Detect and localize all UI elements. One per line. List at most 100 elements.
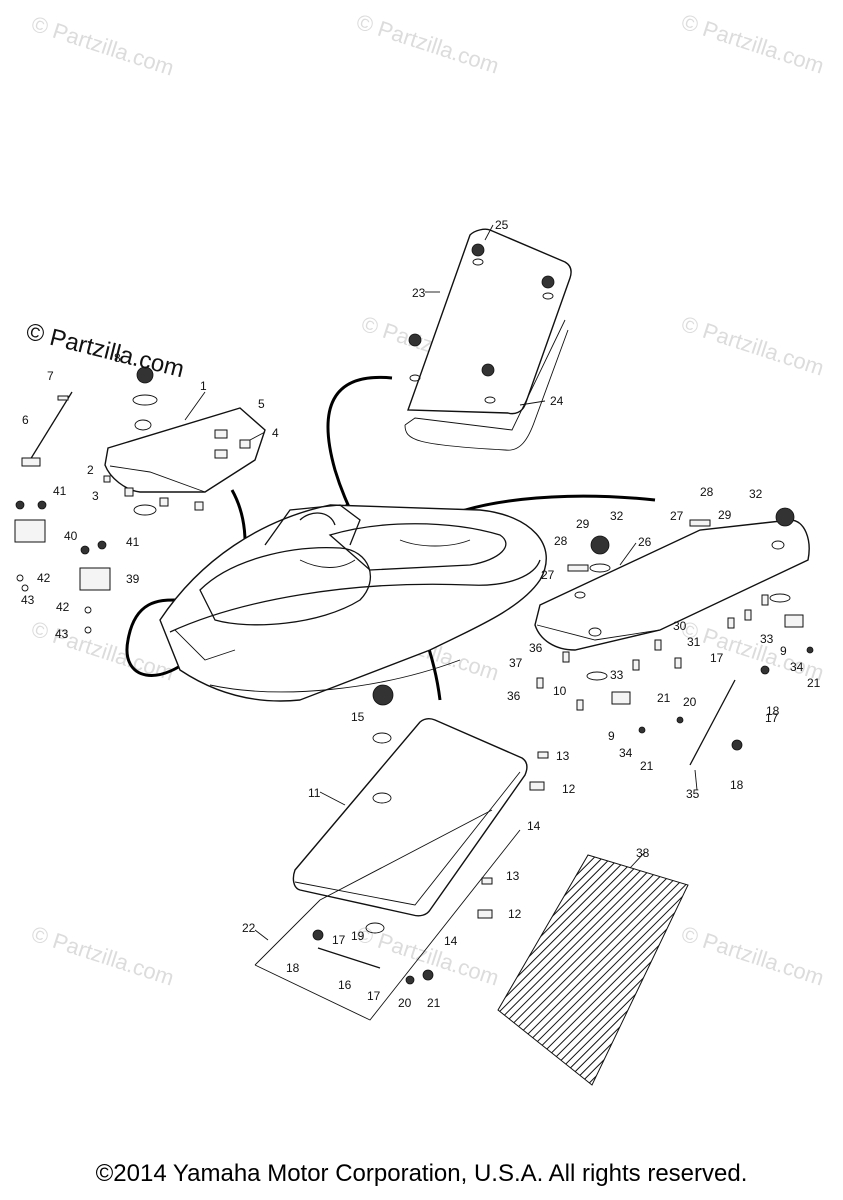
gas-strut-35 (689, 679, 736, 766)
callout-label: 27 (541, 568, 555, 582)
leader-line (249, 431, 266, 441)
watermark: © Partzilla.com (678, 616, 827, 686)
gasket-24 (404, 319, 566, 431)
copyright-notice: ©2014 Yamaha Motor Corporation, U.S.A. A… (95, 1160, 748, 1187)
callout-label: 13 (506, 869, 520, 883)
callout-label: 32 (610, 509, 624, 523)
hull-line (169, 559, 541, 633)
callout-label: 18 (730, 778, 744, 792)
cup-holder-32 (590, 535, 610, 555)
hinge (214, 449, 228, 459)
bottom-hatch-assembly (254, 684, 549, 1021)
callout-label: 28 (700, 485, 714, 499)
bumper (194, 501, 204, 511)
callout-label: 39 (126, 572, 140, 586)
ball-joint-17 (312, 929, 324, 941)
top-hatch-assembly (404, 228, 572, 451)
callout-label: 4 (272, 426, 279, 440)
callout-label: 10 (553, 684, 567, 698)
leader-line (484, 224, 494, 241)
leader-line (319, 791, 346, 806)
callout-label: 17 (332, 933, 346, 947)
bumper (159, 497, 169, 507)
hole (134, 419, 152, 431)
grommet (541, 275, 555, 289)
clip-7 (57, 395, 69, 401)
ring (769, 593, 791, 603)
cup-holder-32 (775, 507, 795, 527)
hatch-lid-23 (407, 228, 572, 415)
hinge (214, 429, 228, 439)
seat (399, 539, 471, 547)
callout-label: 17 (367, 989, 381, 1003)
callout-label: 21 (427, 996, 441, 1010)
callout-label: 42 (37, 571, 51, 585)
callout-label: 17 (710, 651, 724, 665)
bumper-36 (562, 651, 570, 663)
callout-label: 14 (527, 819, 541, 833)
callout-label: 38 (636, 846, 650, 860)
bumper (674, 657, 682, 669)
callout-label: 11 (308, 786, 321, 800)
mat-38 (497, 854, 689, 1086)
watermark: © Partzilla.com (28, 921, 177, 991)
gasket-22 (254, 809, 521, 1021)
bow-cockpit (199, 546, 371, 626)
ring (133, 504, 157, 516)
callout-label: 41 (53, 484, 67, 498)
callout-label: 17 (765, 711, 779, 725)
watermark: © Partzilla.com (678, 311, 827, 381)
watermark: © Partzilla.com (353, 9, 502, 79)
lid-edge (109, 465, 206, 493)
washer (16, 574, 24, 582)
callout-label: 35 (686, 787, 700, 801)
nut (806, 646, 814, 654)
callout-label: 27 (670, 509, 684, 523)
hole (542, 292, 554, 300)
screw (37, 500, 47, 510)
hole (409, 374, 421, 382)
grommet (408, 333, 422, 347)
ring (589, 563, 611, 573)
ring (372, 732, 392, 744)
callout-label: 21 (807, 676, 821, 690)
leader-line (254, 929, 269, 941)
hole (574, 591, 586, 599)
hull-lower (209, 659, 461, 693)
callout-label: 30 (673, 619, 687, 633)
screw (97, 540, 107, 550)
hatch-lid-11 (292, 717, 528, 917)
callout-label: 13 (556, 749, 570, 763)
watermark: © Partzilla.com (678, 921, 827, 991)
left-hatch-assembly (14, 366, 266, 634)
watermark: © Partzilla.com (28, 11, 177, 81)
callout-label: 20 (683, 695, 697, 709)
washer (84, 606, 92, 614)
steering-wheel (299, 512, 336, 526)
callout-label: 36 (529, 641, 543, 655)
callout-label: 5 (258, 397, 265, 411)
callout-label: 29 (718, 508, 732, 522)
stay-rod-6 (29, 391, 73, 461)
leader-lines (184, 224, 698, 941)
lid-edge (536, 624, 661, 641)
hinge-27 (567, 564, 589, 572)
latch-12 (477, 909, 493, 919)
hole (372, 792, 392, 804)
callout-label: 2 (87, 463, 94, 477)
nut (638, 726, 646, 734)
bumper (654, 639, 662, 651)
boat-hull (159, 504, 547, 702)
callout-label: 9 (780, 644, 787, 658)
callout-label: 32 (749, 487, 763, 501)
right-hatch-assembly (534, 507, 814, 766)
leader-line (629, 851, 646, 869)
callout-label: 7 (47, 369, 54, 383)
leader-line (694, 769, 698, 791)
callout-label: 33 (610, 668, 624, 682)
bumper (124, 487, 134, 497)
ring (132, 394, 158, 406)
ball-joint-18 (760, 665, 770, 675)
windshield (264, 504, 361, 546)
ball-joint (405, 975, 415, 985)
